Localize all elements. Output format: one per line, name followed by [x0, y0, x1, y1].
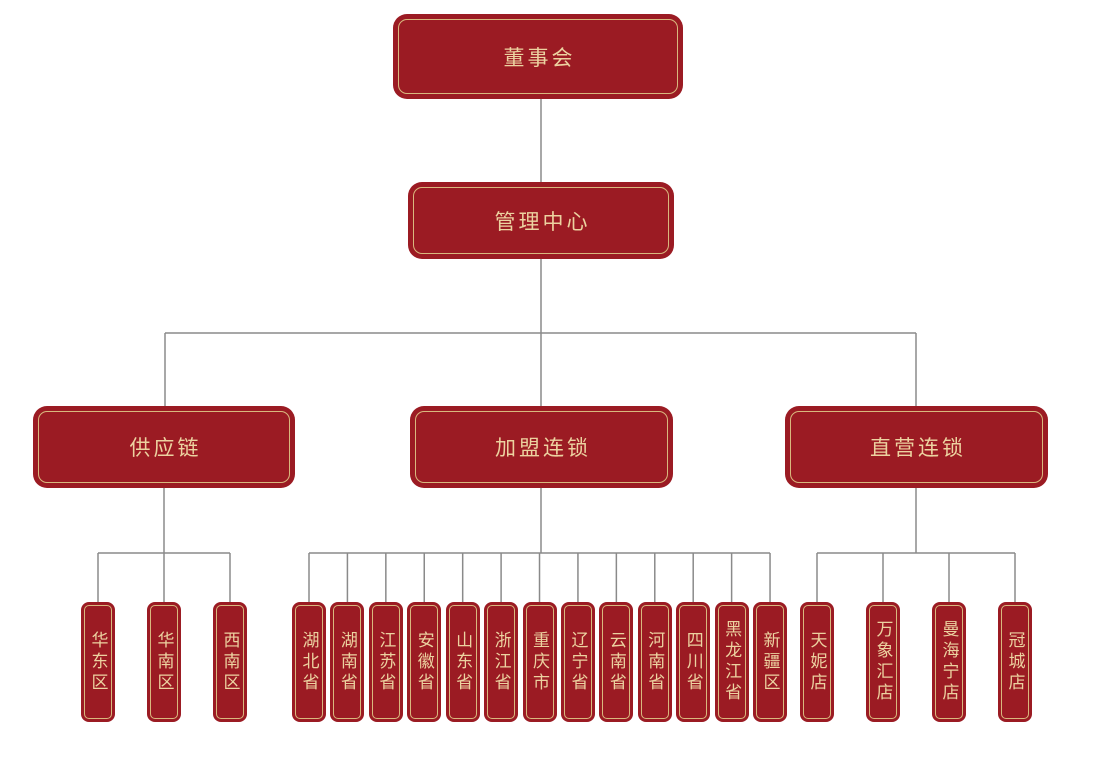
leaf-node-label: 冠城店: [1005, 630, 1025, 694]
leaf-node-franchise-2: 江苏省: [368, 602, 403, 722]
leaf-node-label: 新疆区: [760, 630, 780, 694]
leaf-node-label: 湖北省: [299, 630, 319, 694]
leaf-node-franchise-5: 浙江省: [484, 602, 519, 722]
node-franchise-chain-label: 加盟连锁: [495, 437, 591, 460]
leaf-node-label: 浙江省: [491, 630, 511, 694]
node-board: 董事会: [393, 14, 683, 99]
leaf-node-label: 四川省: [683, 630, 703, 694]
node-supply-chain: 供应链: [33, 406, 295, 488]
leaf-node-label: 河南省: [645, 630, 665, 694]
leaf-node-label: 曼海宁店: [939, 620, 959, 704]
node-management-center: 管理中心: [408, 182, 674, 259]
leaf-node-label: 万象汇店: [873, 620, 893, 704]
leaf-node-label: 云南省: [606, 630, 626, 694]
node-supply-chain-label: 供应链: [129, 437, 202, 460]
leaf-node-label: 安徽省: [414, 630, 434, 694]
leaf-node-direct-0: 天妮店: [800, 602, 834, 722]
leaf-node-franchise-9: 河南省: [637, 602, 672, 722]
leaf-node-direct-3: 冠城店: [998, 602, 1032, 722]
leaf-node-franchise-12: 新疆区: [753, 602, 788, 722]
leaf-node-supply-1: 华南区: [147, 602, 181, 722]
leaf-node-franchise-8: 云南省: [599, 602, 634, 722]
leaf-node-franchise-11: 黑龙江省: [714, 602, 749, 722]
leaf-node-franchise-10: 四川省: [676, 602, 711, 722]
node-franchise-chain: 加盟连锁: [410, 406, 673, 488]
leaf-node-label: 华东区: [88, 630, 108, 694]
leaf-node-supply-0: 华东区: [81, 602, 115, 722]
leaf-node-franchise-3: 安徽省: [407, 602, 442, 722]
leaf-node-label: 华南区: [154, 630, 174, 694]
leaf-node-supply-2: 西南区: [213, 602, 247, 722]
leaf-node-label: 重庆市: [530, 630, 550, 694]
node-board-label: 董事会: [503, 46, 576, 70]
node-management-center-label: 管理中心: [494, 210, 591, 234]
leaf-node-label: 西南区: [220, 630, 240, 694]
leaf-node-direct-1: 万象汇店: [866, 602, 900, 722]
leaf-node-franchise-6: 重庆市: [522, 602, 557, 722]
leaf-node-direct-2: 曼海宁店: [932, 602, 966, 722]
leaf-node-label: 天妮店: [807, 630, 827, 694]
leaf-node-label: 山东省: [453, 630, 473, 694]
node-direct-chain: 直营连锁: [785, 406, 1048, 488]
leaf-node-franchise-0: 湖北省: [292, 602, 326, 722]
leaf-node-label: 辽宁省: [568, 630, 588, 694]
leaf-node-franchise-4: 山东省: [445, 602, 480, 722]
leaf-node-label: 湖南省: [337, 630, 357, 694]
leaf-node-franchise-7: 辽宁省: [560, 602, 595, 722]
leaf-node-label: 黑龙江省: [722, 620, 742, 704]
node-direct-chain-label: 直营连锁: [870, 437, 966, 460]
leaf-node-label: 江苏省: [376, 630, 396, 694]
leaf-node-franchise-1: 湖南省: [330, 602, 365, 722]
